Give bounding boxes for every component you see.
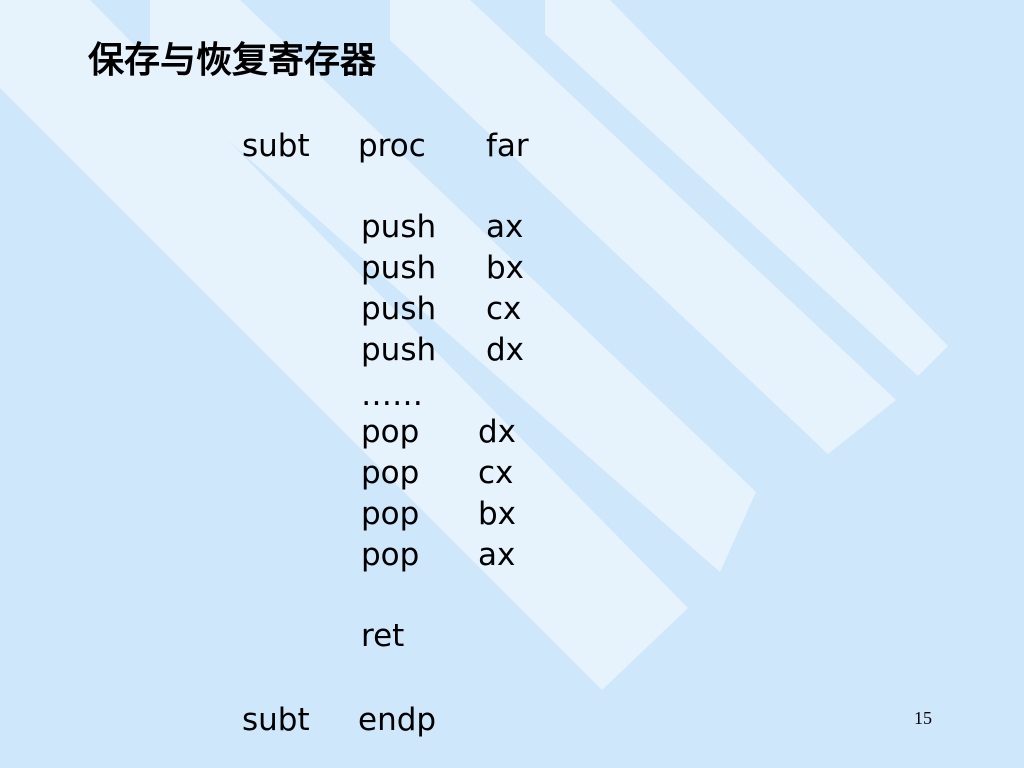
push-mnemonic: push — [361, 332, 437, 368]
proc-type: far — [486, 128, 529, 164]
stripe — [0, 0, 688, 690]
pop-operand: cx — [478, 455, 514, 491]
pop-operand: dx — [478, 414, 517, 450]
pop-operand: ax — [478, 537, 516, 573]
stripe — [390, 0, 896, 454]
stripe — [150, 0, 756, 572]
pop-mnemonic: pop — [361, 496, 420, 532]
endp-label: subt — [242, 702, 310, 738]
slide-title: 保存与恢复寄存器 — [88, 39, 377, 81]
push-operand: cx — [486, 291, 522, 327]
endp-directive: endp — [358, 702, 437, 738]
stripe — [545, 0, 948, 376]
push-mnemonic: push — [361, 209, 437, 245]
ret-instruction: ret — [361, 618, 405, 654]
push-mnemonic: push — [361, 250, 437, 286]
push-operand: dx — [486, 332, 525, 368]
proc-directive: proc — [358, 128, 426, 164]
pop-operand: bx — [478, 496, 517, 532]
proc-label: subt — [242, 128, 310, 164]
push-operand: ax — [486, 209, 524, 245]
push-operand: bx — [486, 250, 525, 286]
ellipsis: …… — [361, 377, 423, 413]
pop-mnemonic: pop — [361, 414, 420, 450]
push-mnemonic: push — [361, 291, 437, 327]
pop-mnemonic: pop — [361, 455, 420, 491]
pop-mnemonic: pop — [361, 537, 420, 573]
page-number: 15 — [914, 708, 932, 728]
